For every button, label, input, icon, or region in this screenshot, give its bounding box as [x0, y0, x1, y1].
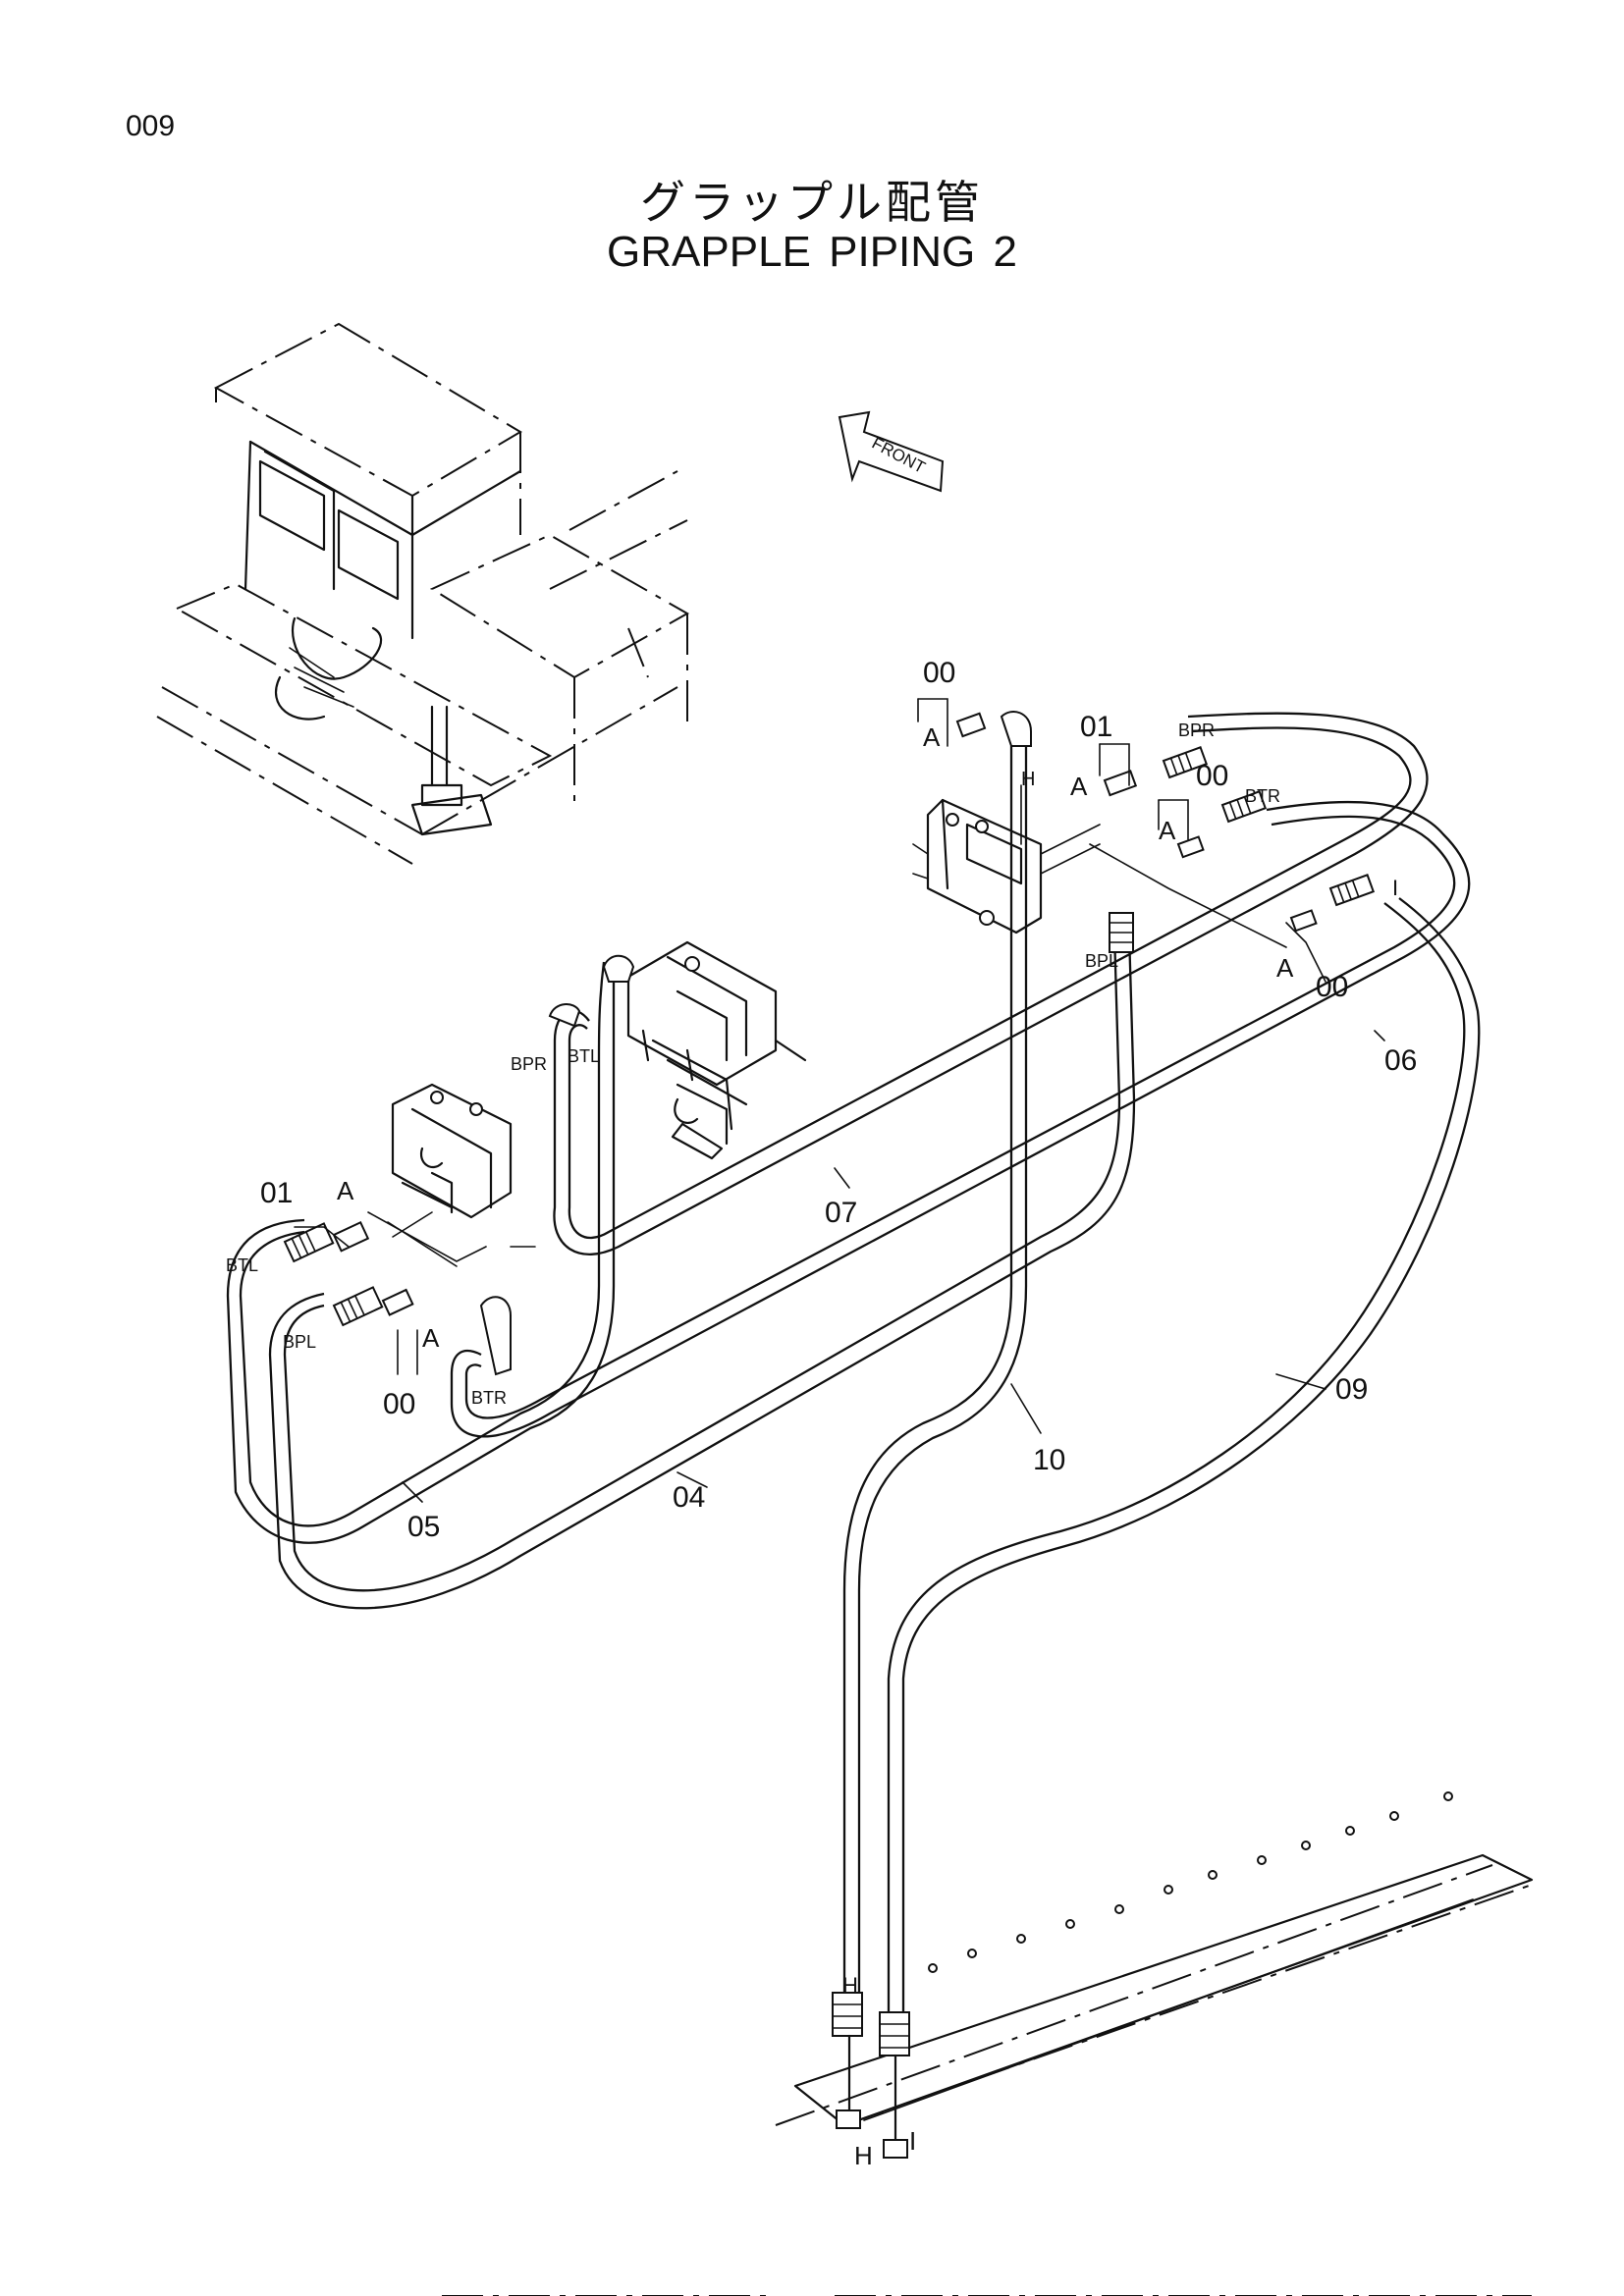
port-btr-left: BTR [471, 1388, 507, 1408]
port-bpr-mid: BPR [511, 1054, 547, 1074]
hoses [226, 712, 1481, 2012]
callout-06: 06 [1384, 1044, 1417, 1077]
callout-h-bottom: H [842, 1973, 858, 1998]
title-japanese: グラップル配管 [640, 176, 984, 229]
callout-05: 05 [407, 1511, 440, 1543]
callout-i-right: I [1392, 876, 1398, 900]
callout-10: 10 [1033, 1444, 1065, 1476]
callout-a-lower-left: A [422, 1323, 440, 1353]
callout-00-lower-right: 00 [1316, 971, 1348, 1003]
callout-00-left: 00 [383, 1388, 415, 1420]
page-number: 009 [126, 110, 176, 142]
machine-outline [156, 322, 690, 865]
callout-a-lower-right: A [1276, 953, 1294, 983]
port-btl-left: BTL [226, 1255, 258, 1275]
callout-01-top: 01 [1080, 711, 1112, 743]
fittings [283, 711, 1376, 2159]
callout-00-right: 00 [1196, 760, 1228, 792]
callout-00-top: 00 [923, 657, 955, 689]
callout-i-bottom: I [909, 2126, 916, 2156]
callout-h-top: H [1021, 769, 1035, 790]
callout-07: 07 [825, 1197, 857, 1229]
callout-a-left: A [337, 1176, 354, 1205]
port-bpl-top: BPL [1085, 951, 1118, 971]
callout-labels: 00 A H 01 A BPR 00 BTR A I BPL A 00 06 B… [226, 657, 1417, 2170]
port-btl-mid: BTL [568, 1046, 600, 1066]
front-arrow-icon: FRONT [838, 410, 945, 493]
port-bpr-top: BPR [1178, 721, 1215, 740]
callout-01-left: 01 [260, 1177, 293, 1209]
port-bpl-left: BPL [283, 1332, 316, 1352]
callout-a-right: A [1159, 816, 1176, 845]
port-btr-top: BTR [1245, 786, 1280, 806]
leader-lines [294, 698, 1385, 1503]
callout-09: 09 [1335, 1373, 1368, 1406]
boom-plate [442, 1791, 1534, 2296]
control-valve-middle [626, 940, 807, 1160]
callout-h-base: H [854, 2141, 873, 2170]
control-valve-lower [367, 1083, 513, 1267]
control-valve-upper [912, 784, 1287, 948]
title-english: GRAPPLE PIPING 2 [607, 228, 1017, 276]
callout-04: 04 [673, 1481, 705, 1514]
callout-a-mid: A [1070, 772, 1088, 801]
callout-a-top: A [923, 722, 941, 752]
